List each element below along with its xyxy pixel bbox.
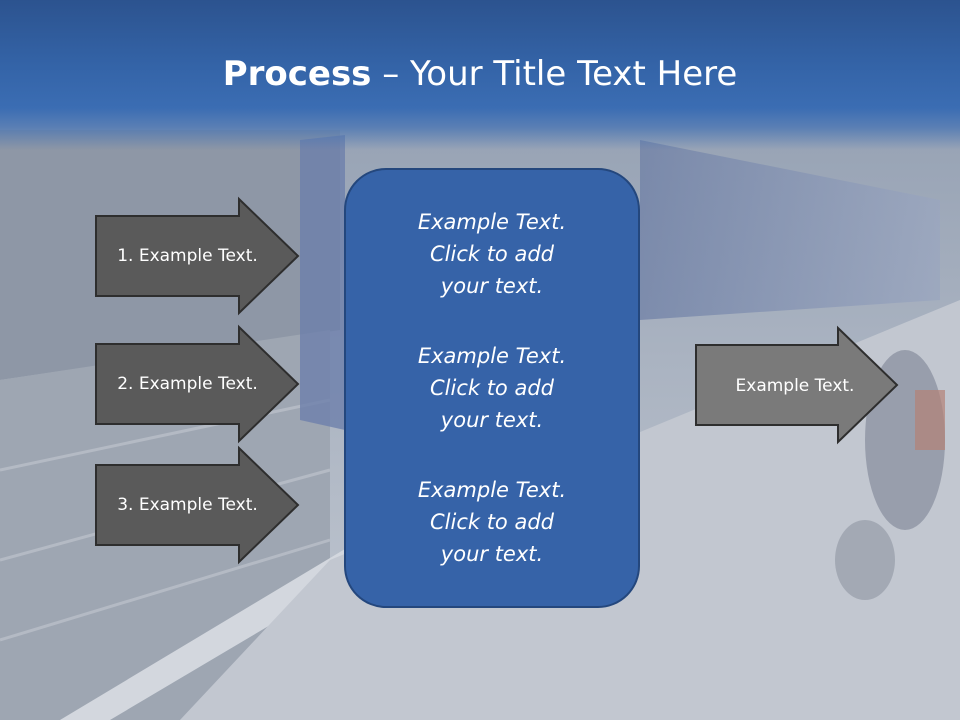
header-band bbox=[0, 0, 960, 150]
left-arrow-label: 3. Example Text. bbox=[117, 495, 258, 515]
title-bold: Process bbox=[222, 54, 372, 94]
arrow-right-shape bbox=[695, 325, 899, 445]
center-item-2: Example Text. Click to add your text. bbox=[417, 344, 567, 432]
right-arrow-label: Example Text. bbox=[735, 375, 855, 396]
center-item-3: Example Text. Click to add your text. bbox=[417, 478, 567, 566]
left-arrow-1[interactable]: 1. Example Text. bbox=[95, 196, 300, 316]
slide-title[interactable]: Process – Your Title Text Here bbox=[0, 50, 960, 98]
left-arrow-label: 1. Example Text. bbox=[117, 246, 258, 266]
title-rest: – Your Title Text Here bbox=[371, 54, 738, 94]
left-arrow-3[interactable]: 3. Example Text. bbox=[95, 445, 300, 565]
arrow-right-shape bbox=[95, 445, 300, 565]
center-text-box[interactable]: Example Text. Click to add your text. Ex… bbox=[344, 168, 640, 608]
center-item-1: Example Text. Click to add your text. bbox=[417, 210, 567, 298]
left-arrow-2[interactable]: 2. Example Text. bbox=[95, 324, 300, 444]
left-arrow-label: 2. Example Text. bbox=[117, 374, 258, 394]
arrow-right-shape bbox=[95, 324, 300, 444]
arrow-right-shape bbox=[95, 196, 300, 316]
right-arrow[interactable]: Example Text. bbox=[695, 325, 900, 445]
